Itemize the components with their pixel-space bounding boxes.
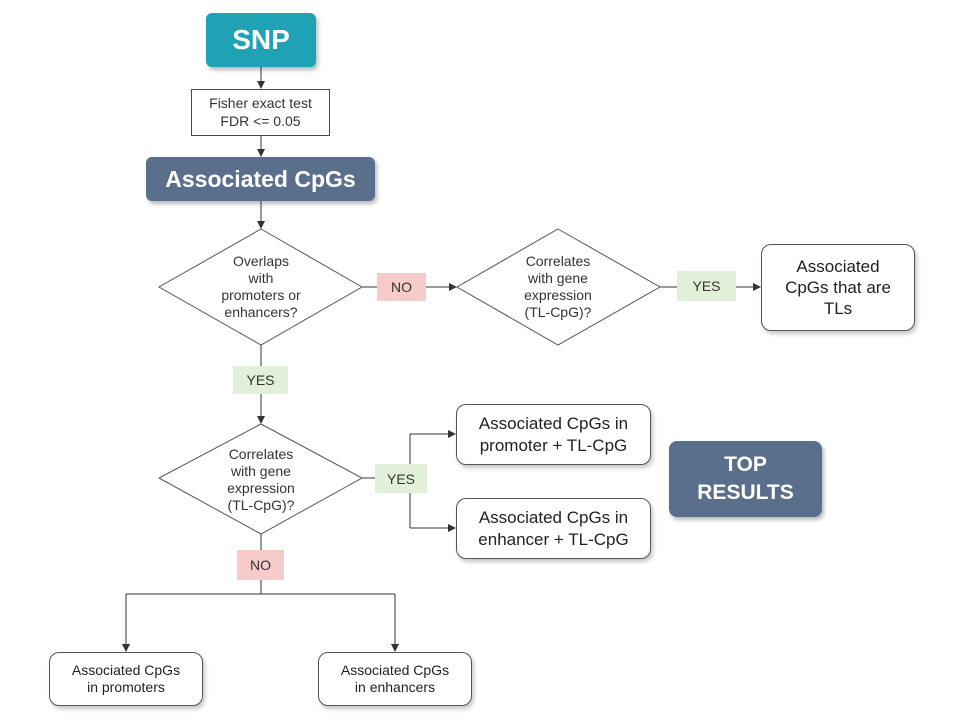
decision-correlates-lower-diamond bbox=[157, 423, 364, 535]
label-no-down: NO bbox=[237, 550, 284, 580]
outcome-cpgs-that-are-tls: Associated CpGs that are TLs bbox=[761, 244, 915, 331]
decision-correlates-right-text: Correlates with gene expression (TL-CpG)… bbox=[524, 253, 592, 320]
decision-correlates-right-diamond bbox=[455, 228, 662, 346]
outcome-cpgs-in-promoters: Associated CpGs in promoters bbox=[49, 652, 203, 706]
label-yes-branch: YES bbox=[375, 464, 427, 493]
associated-cpgs-node: Associated CpGs bbox=[146, 157, 375, 201]
outcome-promoter-tl-cpg: Associated CpGs in promoter + TL-CpG bbox=[456, 404, 651, 465]
decision-overlap-diamond bbox=[157, 228, 364, 346]
outcome-enhancer-tl-cpg: Associated CpGs in enhancer + TL-CpG bbox=[456, 498, 651, 559]
decision-correlates-lower-text: Correlates with gene expression (TL-CpG)… bbox=[227, 446, 295, 513]
fisher-test-box: Fisher exact test FDR <= 0.05 bbox=[191, 89, 330, 136]
label-yes-down: YES bbox=[233, 366, 288, 394]
label-no-right: NO bbox=[377, 273, 426, 301]
label-yes-right: YES bbox=[677, 271, 736, 301]
outcome-cpgs-in-enhancers: Associated CpGs in enhancers bbox=[318, 652, 472, 706]
snp-node: SNP bbox=[206, 13, 316, 67]
top-results-badge: TOP RESULTS bbox=[669, 441, 822, 517]
decision-overlap-text: Overlaps with promoters or enhancers? bbox=[221, 253, 301, 320]
